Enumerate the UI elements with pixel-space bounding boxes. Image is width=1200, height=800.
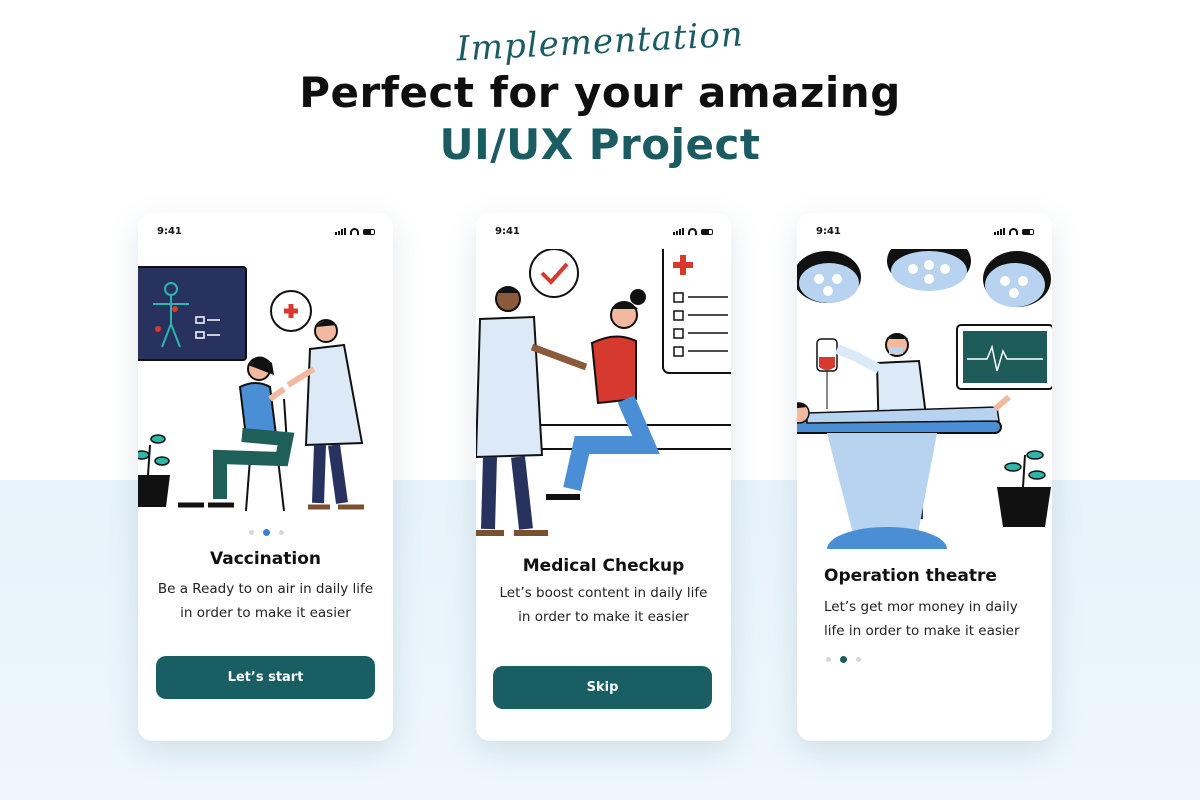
checkmark-bubble [529, 249, 579, 298]
phone-screen-operation-theatre: 9:41 [797, 213, 1052, 741]
screen-description: Let’s get mor money in daily life in ord… [824, 595, 1052, 643]
surgical-lamps [797, 249, 1051, 307]
screen-title: Vaccination [210, 549, 321, 569]
status-icons [994, 228, 1034, 235]
description-line: Let’s get mor money in daily [824, 599, 1018, 615]
screen-title: Medical Checkup [522, 556, 685, 576]
signal-icon [335, 228, 346, 235]
operation-theatre-illustration [797, 249, 1052, 549]
description-line: life in order to make it easier [824, 623, 1020, 639]
status-time: 9:41 [157, 226, 182, 237]
page-dot[interactable] [249, 530, 254, 535]
phone-screen-medical-checkup: 9:41 Med [476, 213, 731, 741]
signal-icon [994, 228, 1005, 235]
page-indicator [249, 529, 284, 536]
description-line: Be a Ready to on air in daily life [157, 581, 374, 597]
medical-checkup-illustration [476, 249, 731, 536]
lets-start-button[interactable]: Let’s start [156, 656, 375, 699]
screen-description: Be a Ready to on air in daily life in or… [138, 577, 393, 625]
headline-line-2: UI/UX Project [439, 120, 761, 169]
description-line: in order to make it easier [518, 609, 689, 625]
checklist-clipboard [662, 249, 731, 374]
battery-icon [1022, 229, 1034, 235]
wifi-icon [1009, 228, 1018, 235]
page-dot-active[interactable] [263, 529, 270, 536]
battery-icon [363, 229, 375, 235]
description-line: in order to make it easier [180, 605, 351, 621]
status-bar: 9:41 [138, 213, 393, 249]
status-time: 9:41 [495, 226, 520, 237]
description-line: Let’s boost content in daily life [499, 585, 708, 601]
headline-line-1: Perfect for your amazing [299, 68, 901, 117]
vaccination-illustration [138, 266, 364, 512]
body-chart-board [138, 266, 247, 361]
page-dot[interactable] [279, 530, 284, 535]
status-icons [335, 228, 375, 235]
wifi-icon [688, 228, 697, 235]
phone-screen-vaccination: 9:41 [138, 213, 393, 741]
page-dot[interactable] [826, 657, 831, 662]
status-time: 9:41 [816, 226, 841, 237]
status-icons [673, 228, 713, 235]
skip-button[interactable]: Skip [493, 666, 712, 709]
screen-title: Operation theatre [824, 566, 997, 586]
status-bar: 9:41 [476, 213, 731, 249]
page-dot-active[interactable] [840, 656, 847, 663]
screen-description: Let’s boost content in daily life in ord… [476, 581, 731, 629]
page-dot[interactable] [856, 657, 861, 662]
status-bar: 9:41 [797, 213, 1052, 249]
page-indicator [826, 656, 861, 663]
wifi-icon [350, 228, 359, 235]
battery-icon [701, 229, 713, 235]
signal-icon [673, 228, 684, 235]
